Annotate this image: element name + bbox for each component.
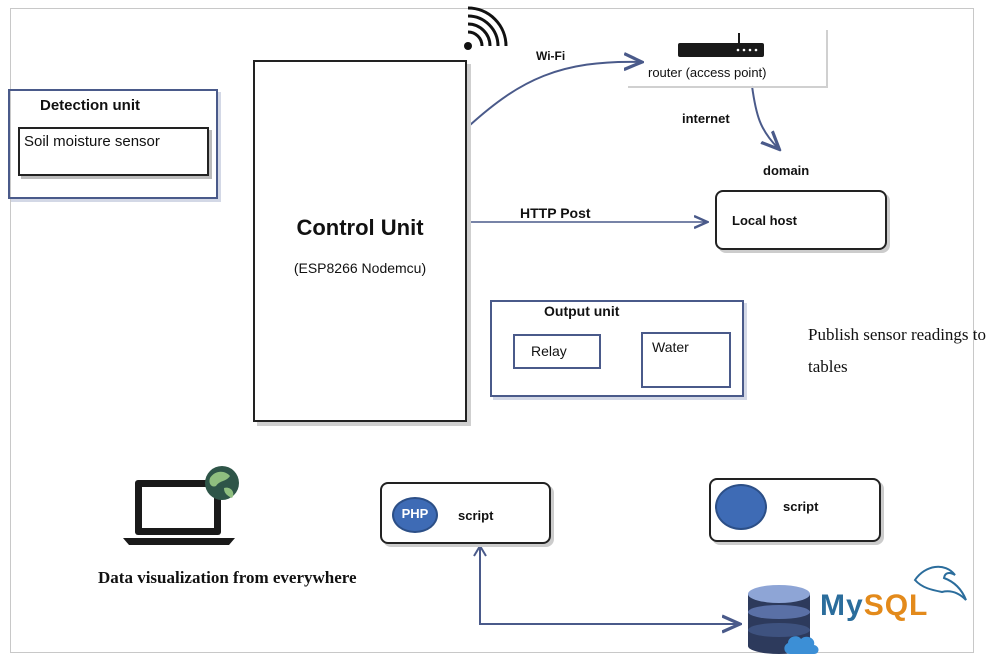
php-mysql-link bbox=[479, 548, 738, 624]
globe-icon bbox=[205, 466, 239, 500]
output-unit-title: Output unit bbox=[544, 303, 620, 319]
script-logo-icon bbox=[715, 484, 767, 530]
script-label: script bbox=[783, 499, 819, 514]
php-script-box bbox=[380, 482, 551, 544]
mysql-logo: MySQL bbox=[820, 589, 928, 623]
publish-note: Publish sensor readings to tables bbox=[808, 325, 987, 376]
dolphin-icon bbox=[913, 565, 967, 601]
mysql-logo-sql: SQL bbox=[863, 589, 929, 622]
wifi-link bbox=[469, 62, 640, 126]
mysql-logo-my: My bbox=[820, 589, 864, 622]
control-unit-title: Control Unit bbox=[296, 215, 424, 240]
router-label: router (access point) bbox=[648, 65, 767, 80]
relay-label: Relay bbox=[531, 343, 567, 359]
php-badge-label: PHP bbox=[401, 506, 429, 521]
domain-label: domain bbox=[763, 163, 810, 178]
router-icon bbox=[678, 33, 764, 57]
data-visualization-note: Data visualization from everywhere bbox=[98, 568, 357, 587]
local-host-box bbox=[715, 190, 887, 250]
laptop-icon bbox=[123, 480, 235, 545]
internet-label: internet bbox=[682, 111, 730, 126]
output-unit-box bbox=[490, 300, 744, 397]
router-box bbox=[628, 30, 828, 88]
wifi-label: Wi-Fi bbox=[536, 49, 566, 63]
water-box bbox=[641, 332, 731, 388]
detection-unit-box bbox=[8, 89, 218, 199]
control-unit-box bbox=[253, 60, 467, 422]
soil-sensor-label: Soil moisture sensor bbox=[24, 133, 160, 150]
internet-link bbox=[751, 85, 778, 148]
wifi-icon bbox=[464, 6, 508, 50]
water-label: Water bbox=[652, 339, 689, 355]
local-host-label: Local host bbox=[732, 213, 798, 228]
diagram-frame bbox=[10, 8, 974, 653]
php-script-label: script bbox=[458, 508, 494, 523]
soil-sensor-box bbox=[18, 127, 209, 176]
relay-box bbox=[513, 334, 601, 369]
php-logo-icon bbox=[392, 497, 438, 533]
detection-unit-title: Detection unit bbox=[40, 97, 140, 114]
control-unit-subtitle: (ESP8266 Nodemcu) bbox=[293, 260, 427, 276]
script-box bbox=[709, 478, 881, 542]
cloud-icon bbox=[784, 636, 819, 654]
http-post-label: HTTP Post bbox=[520, 205, 591, 221]
